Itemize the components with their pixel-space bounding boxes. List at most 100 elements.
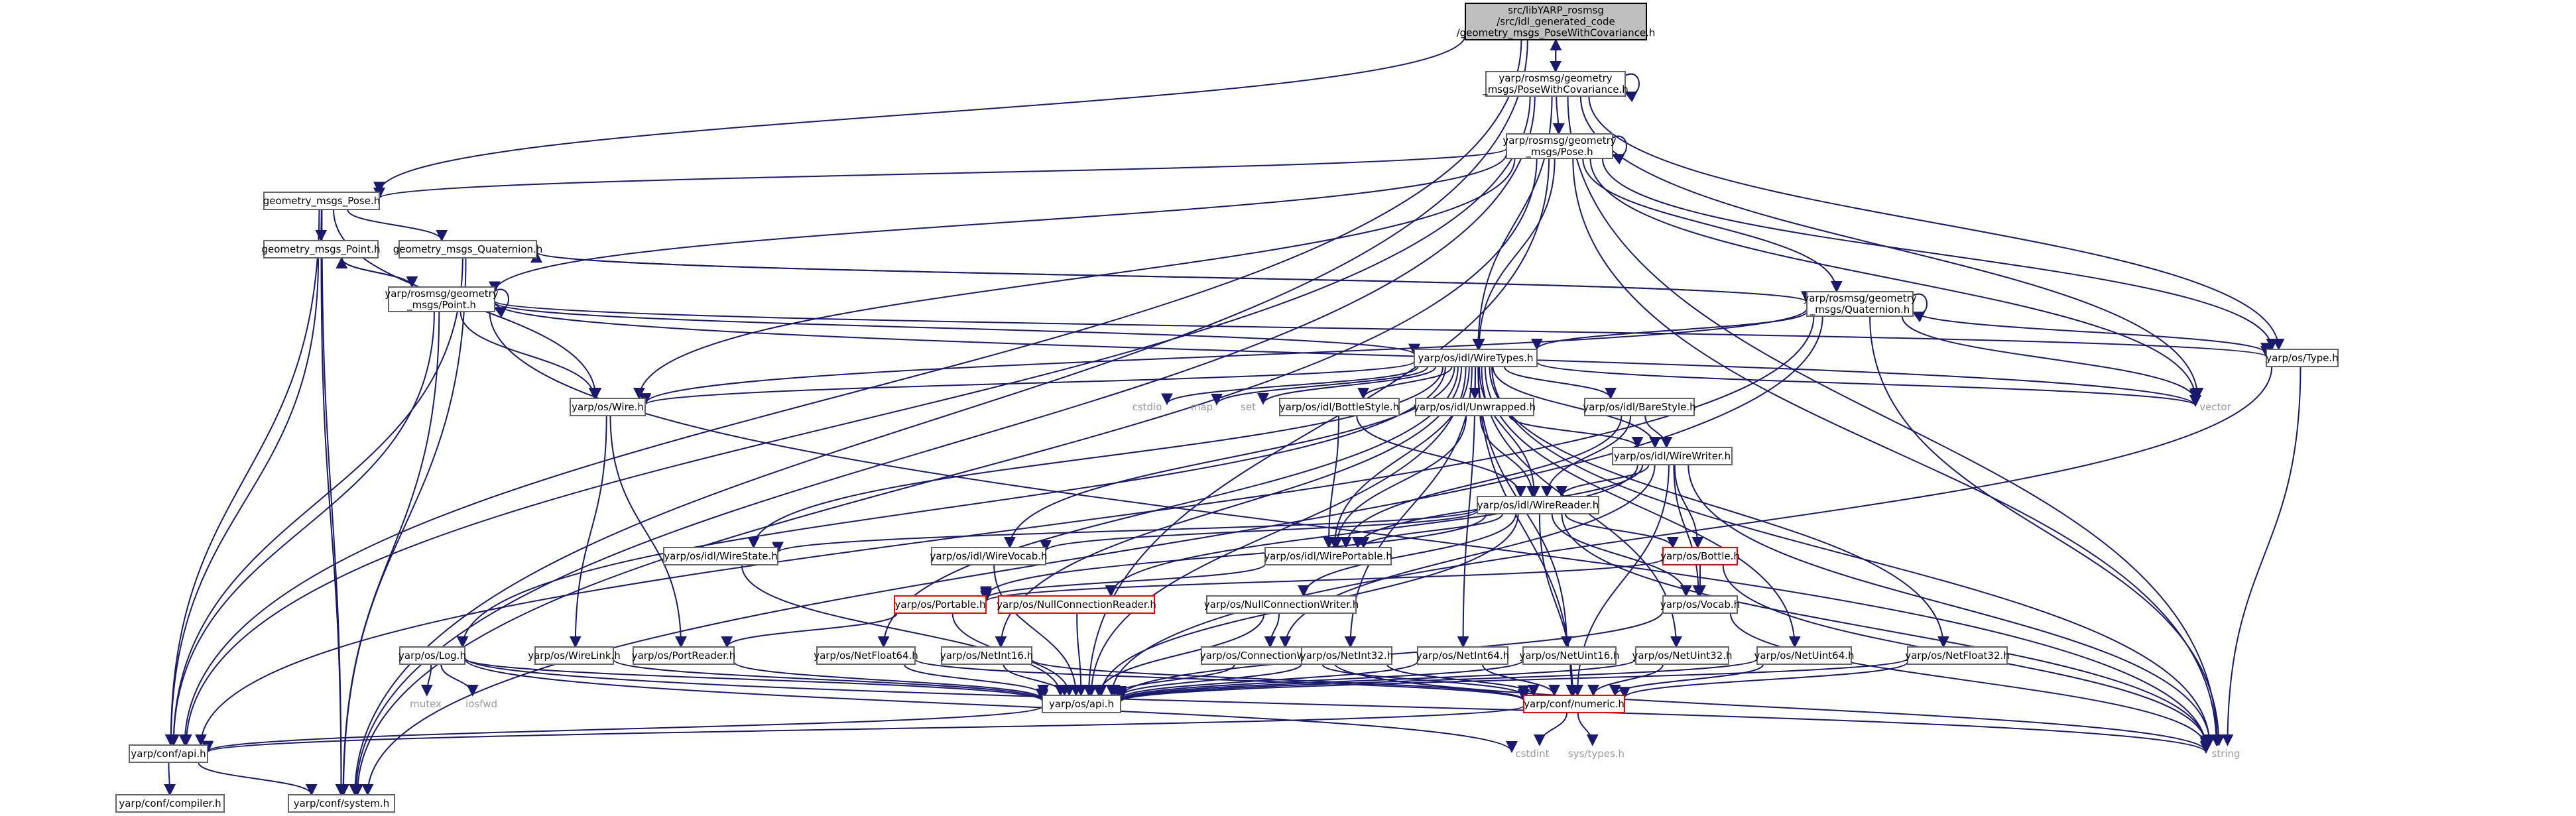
node-gpose[interactable]: geometry_msgs_Pose.h (263, 192, 380, 210)
edge-wiretypes-to-map (1211, 366, 1428, 406)
node-wirereader[interactable]: yarp/os/idl/WireReader.h (1477, 496, 1599, 514)
node-confapi-box (129, 744, 208, 763)
node-wiretypes[interactable]: yarp/os/idl/WireTypes.h (1414, 349, 1538, 367)
node-map-label: map (1191, 401, 1213, 413)
node-root[interactable]: src/libYARP_rosmsg/src/idl_generated_cod… (1457, 3, 1656, 40)
node-vector[interactable]: vector (2195, 398, 2235, 416)
node-rpose[interactable]: yarp/rosmsg/geometry_msgs/Pose.h (1503, 133, 1617, 159)
edge-wirestate-to-osapi (741, 564, 1067, 697)
node-netint16-box (941, 646, 1032, 665)
node-cstdio[interactable]: cstdio (1127, 398, 1167, 416)
node-system[interactable]: yarp/conf/system.h (288, 794, 395, 813)
node-confapi-label: yarp/conf/api.h (131, 748, 206, 760)
node-netfloat32[interactable]: yarp/os/NetFloat32.h (1905, 646, 2010, 665)
node-cstdint[interactable]: cstdint (1512, 745, 1553, 762)
node-osapi[interactable]: yarp/os/api.h (1042, 695, 1121, 713)
node-portable[interactable]: yarp/os/Portable.h (894, 595, 987, 614)
edge-wiretypes-to-netfloat64 (877, 366, 1459, 648)
node-vocab[interactable]: yarp/os/Vocab.h (1660, 595, 1740, 614)
edge-wirereader-to-string (1561, 513, 2212, 748)
node-wirestate-box (663, 547, 778, 565)
node-wirelink[interactable]: yarp/os/WireLink.h (528, 646, 621, 665)
edge-rquat-to-rquat (1912, 293, 1928, 323)
node-netuint32[interactable]: yarp/os/NetUint32.h (1632, 646, 1733, 665)
node-netint64[interactable]: yarp/os/NetInt64.h (1416, 646, 1509, 665)
edge-netint32-to-osapi (1115, 663, 1302, 698)
node-pwc-box (1485, 71, 1626, 97)
node-vocab-box (1662, 595, 1738, 614)
edge-wiretypes-to-netint64 (1457, 366, 1476, 648)
node-wirewriter[interactable]: yarp/os/idl/WireWriter.h (1612, 447, 1733, 465)
node-netint16[interactable]: yarp/os/NetInt16.h (940, 646, 1033, 665)
edge-gpoint-to-confapi (164, 257, 320, 746)
node-rpoint[interactable]: yarp/rosmsg/geometry_msgs/Point.h (385, 286, 499, 312)
node-confapi[interactable]: yarp/conf/api.h (129, 744, 208, 763)
node-nullconnreader-box (998, 595, 1155, 614)
node-gquat[interactable]: geometry_msgs_Quaternion.h (393, 240, 543, 259)
node-netint32[interactable]: yarp/os/NetInt32.h (1300, 646, 1393, 665)
node-gpoint[interactable]: geometry_msgs_Point.h (262, 240, 381, 259)
node-pwc[interactable]: yarp/rosmsg/geometry_msgs/PoseWithCovari… (1482, 71, 1628, 97)
node-type[interactable]: yarp/os/Type.h (2266, 349, 2339, 367)
edge-pwc-to-system (349, 95, 1536, 796)
edge-type-to-osapi (1105, 366, 2273, 697)
node-wiretypes-box (1414, 349, 1538, 367)
node-netuint16[interactable]: yarp/os/NetUint16.h (1519, 646, 1620, 665)
node-wirewriter-box (1612, 447, 1733, 465)
edge-netint64-to-osapi (1115, 661, 1418, 701)
node-string[interactable]: string (2206, 745, 2246, 762)
node-netfloat32-label: yarp/os/NetFloat32.h (1905, 650, 2010, 662)
node-rpose-box (1506, 133, 1613, 159)
node-unwrapped[interactable]: yarp/os/idl/Unwrapped.h (1414, 398, 1536, 416)
node-nullconnwriter[interactable]: yarp/os/NullConnectionWriter.h (1204, 595, 1359, 614)
node-systypes[interactable]: sys/types.h (1568, 745, 1625, 762)
node-set-label: set (1241, 401, 1256, 413)
node-bottle-box (1662, 547, 1738, 565)
node-nullconnreader[interactable]: yarp/os/NullConnectionReader.h (997, 595, 1156, 614)
node-rquat[interactable]: yarp/rosmsg/geometry_msgs/Quaternion.h (1803, 291, 1917, 317)
node-log-box (399, 646, 465, 665)
node-set[interactable]: set (1233, 398, 1263, 416)
node-netuint64[interactable]: yarp/os/NetUint64.h (1754, 646, 1855, 665)
node-wire[interactable]: yarp/os/Wire.h (570, 398, 646, 416)
node-numeric-box (1523, 695, 1625, 713)
edge-nullconnwriter-to-osapi (1093, 612, 1265, 697)
node-system-box (288, 794, 395, 813)
edge-bottlestyle-to-wirereader (1356, 415, 1527, 498)
edge-wiretypes-to-netuint64 (1484, 366, 1801, 648)
node-gpoint-box (263, 240, 379, 259)
node-bottlestyle[interactable]: yarp/os/idl/BottleStyle.h (1279, 398, 1400, 416)
node-root-label: /geometry_msgs_PoseWithCovariance.h (1457, 27, 1656, 40)
node-compiler[interactable]: yarp/conf/compiler.h (115, 794, 225, 813)
node-wirevocab[interactable]: yarp/os/idl/WireVocab.h (930, 547, 1048, 565)
edge-log-to-string (464, 657, 2212, 754)
node-netfloat64[interactable]: yarp/os/NetFloat64.h (814, 646, 918, 665)
edge-wirelink-to-osapi (613, 658, 1048, 702)
edge-wiretypes-to-barestyle (1503, 366, 1617, 400)
node-portreader[interactable]: yarp/os/PortReader.h (632, 646, 736, 665)
node-numeric[interactable]: yarp/conf/numeric.h (1523, 695, 1625, 713)
node-bottle[interactable]: yarp/os/Bottle.h (1660, 547, 1740, 565)
edge-wirereader-to-wireportable (1357, 513, 1504, 549)
node-rquat-label: _msgs/Quaternion.h (1809, 304, 1910, 316)
node-unwrapped-label: yarp/os/idl/Unwrapped.h (1414, 401, 1536, 413)
node-osapi-label: yarp/os/api.h (1049, 698, 1114, 710)
node-netuint64-label: yarp/os/NetUint64.h (1754, 650, 1854, 662)
edge-wiretypes-to-netint32 (1344, 366, 1473, 648)
edge-wirereader-to-nullconnwriter (1298, 513, 1516, 597)
node-barestyle[interactable]: yarp/os/idl/BareStyle.h (1583, 398, 1696, 416)
node-portreader-label: yarp/os/PortReader.h (632, 650, 736, 662)
node-wireportable[interactable]: yarp/os/idl/WirePortable.h (1264, 547, 1392, 565)
node-mutex[interactable]: mutex (406, 695, 446, 713)
edge-root-to-gpose (373, 34, 1466, 194)
node-barestyle-box (1584, 398, 1695, 416)
edge-rpose-to-system (351, 158, 1538, 796)
node-gpose-box (263, 192, 380, 210)
edge-pwc-to-pwc (1624, 73, 1640, 103)
node-wirestate[interactable]: yarp/os/idl/WireState.h (663, 547, 778, 565)
edge-log-to-cstdint (464, 658, 1518, 753)
node-map[interactable]: map (1187, 398, 1217, 416)
node-iosfwd[interactable]: iosfwd (461, 695, 502, 713)
node-log[interactable]: yarp/os/Log.h (399, 646, 466, 665)
